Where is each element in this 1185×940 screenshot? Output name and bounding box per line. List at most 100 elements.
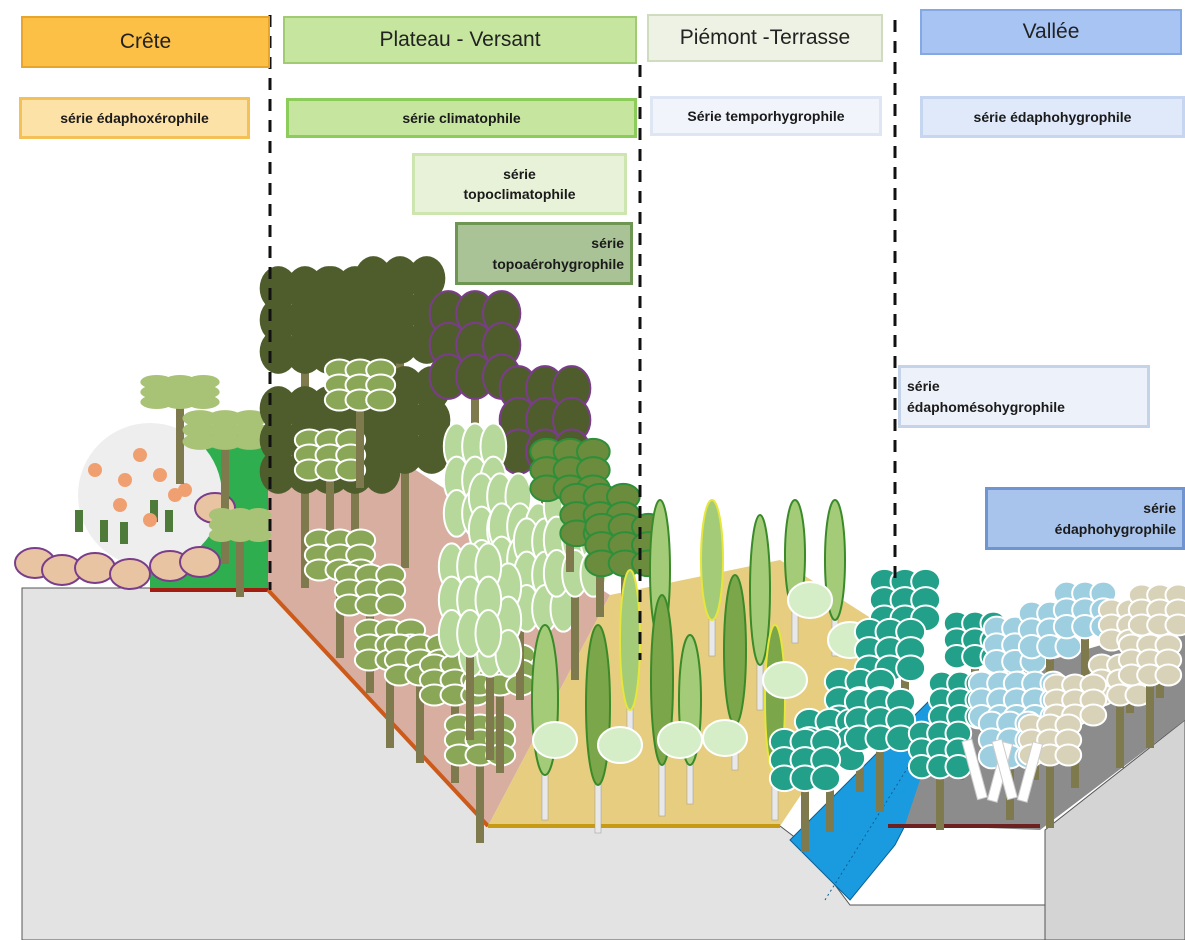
- crest-pine-1-lobe: [140, 385, 174, 399]
- poplar-11: [824, 499, 846, 657]
- crest-pine-2-lobe: [232, 410, 268, 427]
- crest-pine-2-lobe: [182, 433, 218, 450]
- beige-tree-4-lobe: [1079, 703, 1108, 727]
- poplar-6: [700, 499, 724, 657]
- dark-tree-5-lobe: [413, 429, 451, 474]
- crest-pine-1-lobe: [187, 395, 220, 409]
- valley-willow-0: [961, 738, 988, 801]
- light-tree-6-lobe: [474, 609, 503, 658]
- crest-flower-6: [143, 513, 157, 527]
- crest-pine-3-lobe: [208, 518, 235, 532]
- crest-pine-3-lobe: [227, 528, 253, 542]
- slope-tree-5-trunk: [416, 678, 424, 763]
- crest-flower-2: [133, 448, 147, 462]
- dark-tree-1-lobe: [309, 266, 348, 311]
- light-tree-5-trunk: [486, 660, 494, 760]
- slope-tree-8-trunk: [496, 688, 504, 773]
- zone-label-crete: Crête: [119, 30, 172, 53]
- crest-pine-2-lobe: [207, 421, 243, 439]
- serie-topoaerohygrophile-line-2: topoaérohygrophile: [492, 255, 624, 272]
- dark-tree-5-trunk: [401, 458, 409, 568]
- crest-pine-1-lobe: [163, 395, 197, 409]
- zone-header-crete: Crête: [21, 16, 270, 68]
- poplar-1-crown: [585, 624, 611, 786]
- dark-tree-2-lobe: [381, 319, 419, 364]
- crest-pine-1-lobe: [140, 395, 174, 409]
- serie-temporhygrophile-line-1: Série temporhygrophile: [687, 107, 845, 124]
- valley-willow-3: [1016, 741, 1044, 803]
- crest-flower-7: [178, 483, 192, 497]
- teal-tree-5: [768, 727, 842, 852]
- slope-tree-4-trunk: [386, 663, 394, 748]
- teal-tree-4: [843, 687, 917, 812]
- crest-grass-tuft-4: [165, 510, 173, 532]
- zone-label-vallee: Vallée: [1022, 20, 1080, 43]
- poplar-8-crown: [749, 514, 771, 666]
- crest-shrub-2: [74, 552, 116, 584]
- slope-tree-0-trunk: [326, 473, 334, 558]
- crest-pine-1-lobe: [163, 385, 197, 399]
- teal-tree-1: [853, 617, 927, 742]
- terrace-shrub-6: [762, 661, 808, 699]
- terrace-shrub-3: [702, 719, 748, 757]
- zone-header-piemont-terrasse: Piémont -Terrasse: [647, 14, 883, 62]
- dark-tree-5-lobe: [386, 429, 424, 474]
- serie-topoclimatophile-line-2: topoclimatophile: [463, 186, 576, 202]
- beige-tree-3: [1117, 633, 1183, 748]
- serie-topoaerohygrophile-box: série topoaérohygrophile: [455, 222, 633, 285]
- crest-pine-1-lobe: [187, 385, 220, 399]
- crest-pine-3: [208, 508, 272, 597]
- dark-tree-2-lobe: [354, 319, 393, 364]
- crest-pine-1-lobe: [187, 375, 220, 389]
- slope-boundary-line: [266, 588, 490, 828]
- serie-edaphomesohygrophile-line-1: série: [907, 378, 940, 395]
- slope-tree-3-lobe: [375, 593, 407, 617]
- teal-tree-5-trunk: [801, 782, 809, 852]
- zone-dividers: [268, 15, 897, 660]
- serie-edaphomesohygrophile-box: série édaphomésohygrophile: [898, 365, 1150, 428]
- crest-pine-3-trunk: [236, 537, 244, 597]
- beige-tree-1: [1127, 583, 1185, 698]
- crest-pine-2-lobe: [182, 421, 218, 439]
- crest-pine-2: [182, 410, 268, 564]
- crest-pine-3-lobe: [208, 508, 235, 522]
- serie-climatophile-box: série climatophile: [286, 98, 637, 138]
- terrace-shrub-2: [657, 721, 703, 759]
- poplar-2-crown: [619, 569, 641, 711]
- valley-teal-tree-2-trunk: [936, 770, 944, 830]
- crest-pine-3-lobe: [245, 518, 272, 532]
- crest-flower-3: [153, 468, 167, 482]
- poplar-11-crown: [824, 499, 846, 621]
- crest-rock-outcrop: [78, 423, 222, 567]
- teal-tree-3-trunk: [826, 762, 834, 832]
- crest-grass-tuft-1: [100, 520, 108, 542]
- serie-edaphohygrophile-bottom-line-1: série: [1143, 500, 1176, 517]
- serie-edaphohygrophile-top-box: série édaphohygrophile: [920, 96, 1185, 138]
- teal-tree-4-trunk: [876, 742, 884, 812]
- crest-pine-3-lobe: [245, 528, 272, 542]
- slope-tree-2-trunk: [336, 573, 344, 658]
- dark-tree-5-lobe: [359, 429, 398, 474]
- terrace-shrub-1: [597, 726, 643, 764]
- crest-pine-2-trunk: [221, 444, 229, 564]
- dark-tree-2-lobe: [408, 256, 446, 301]
- terrace-shrub-0: [532, 721, 578, 759]
- teal-tree-5-lobe: [810, 764, 842, 793]
- zone-label-piemont-terrasse: Piémont -Terrasse: [679, 26, 851, 49]
- terrace-shrub-4: [787, 581, 833, 619]
- dark-tree-2-lobe: [381, 256, 419, 301]
- crest-pine-2-lobe: [182, 410, 218, 427]
- crest-flower-1: [118, 473, 132, 487]
- light-tree-4-trunk: [571, 580, 579, 680]
- dark-tree-3-trunk: [301, 478, 309, 588]
- dark-tree-2-lobe: [381, 287, 419, 333]
- crest-pine-1-trunk: [176, 404, 184, 484]
- crest-pine-2-lobe: [232, 433, 268, 450]
- crest-pine-3-lobe: [227, 508, 253, 522]
- dark-tree-3-lobe: [259, 417, 298, 463]
- serie-topoclimatophile-box: série topoclimatophile: [412, 153, 627, 215]
- zone-header-plateau-versant: Plateau - Versant: [283, 16, 637, 64]
- serie-topoclimatophile-line-1: série: [503, 165, 536, 182]
- slope-tree-7-trunk: [476, 758, 484, 843]
- serie-temporhygrophile-box: Série temporhygrophile: [650, 96, 882, 136]
